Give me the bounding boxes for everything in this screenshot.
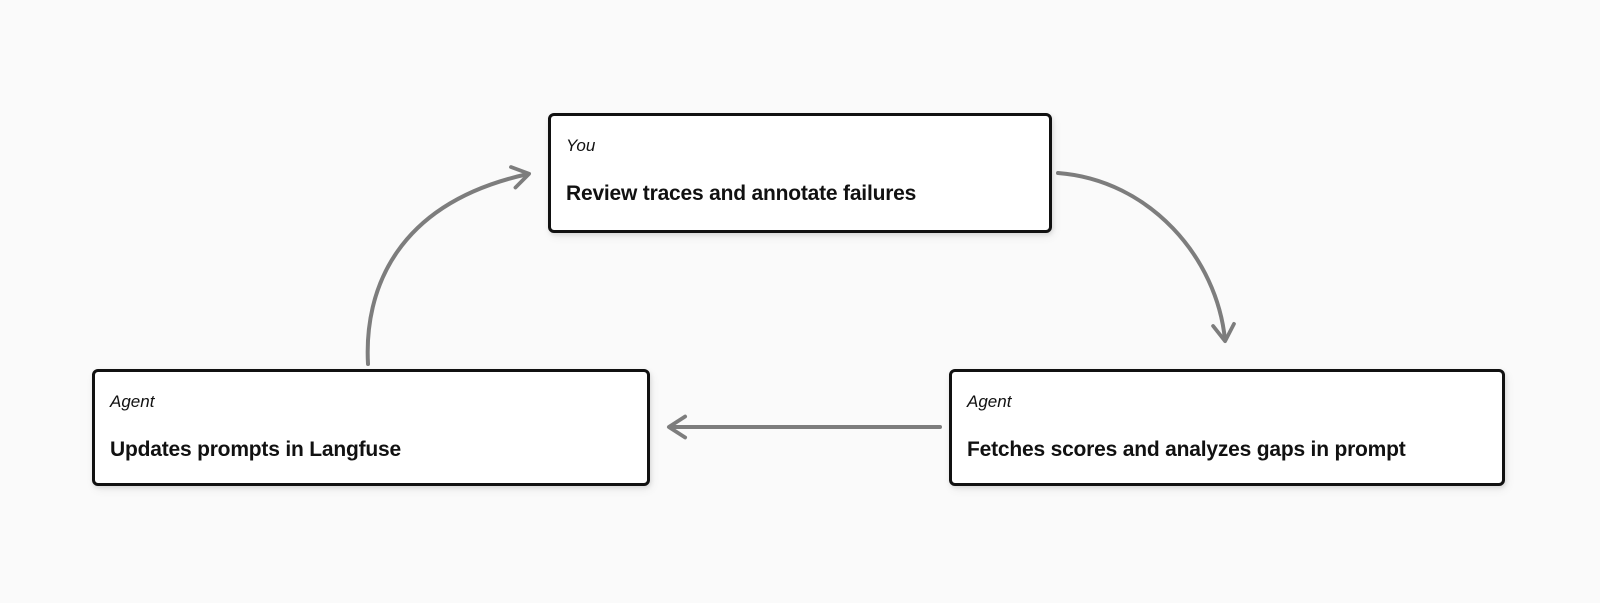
edge-review-to-fetches-arrow: [1056, 171, 1236, 344]
node-task-label: Review traces and annotate failures: [566, 182, 917, 206]
node-fetches-scores: Agent Fetches scores and analyzes gaps i…: [949, 369, 1505, 486]
node-actor-label: Agent: [967, 392, 1012, 411]
edge-updates-to-review-arrow: [365, 165, 532, 366]
node-actor-label: You: [566, 136, 596, 155]
node-updates-prompts: Agent Updates prompts in Langfuse: [92, 369, 650, 486]
node-task-label: Updates prompts in Langfuse: [110, 438, 401, 462]
node-actor-label: Agent: [110, 392, 155, 411]
node-task-label: Fetches scores and analyzes gaps in prom…: [967, 438, 1406, 462]
node-review-traces: You Review traces and annotate failures: [548, 113, 1052, 233]
